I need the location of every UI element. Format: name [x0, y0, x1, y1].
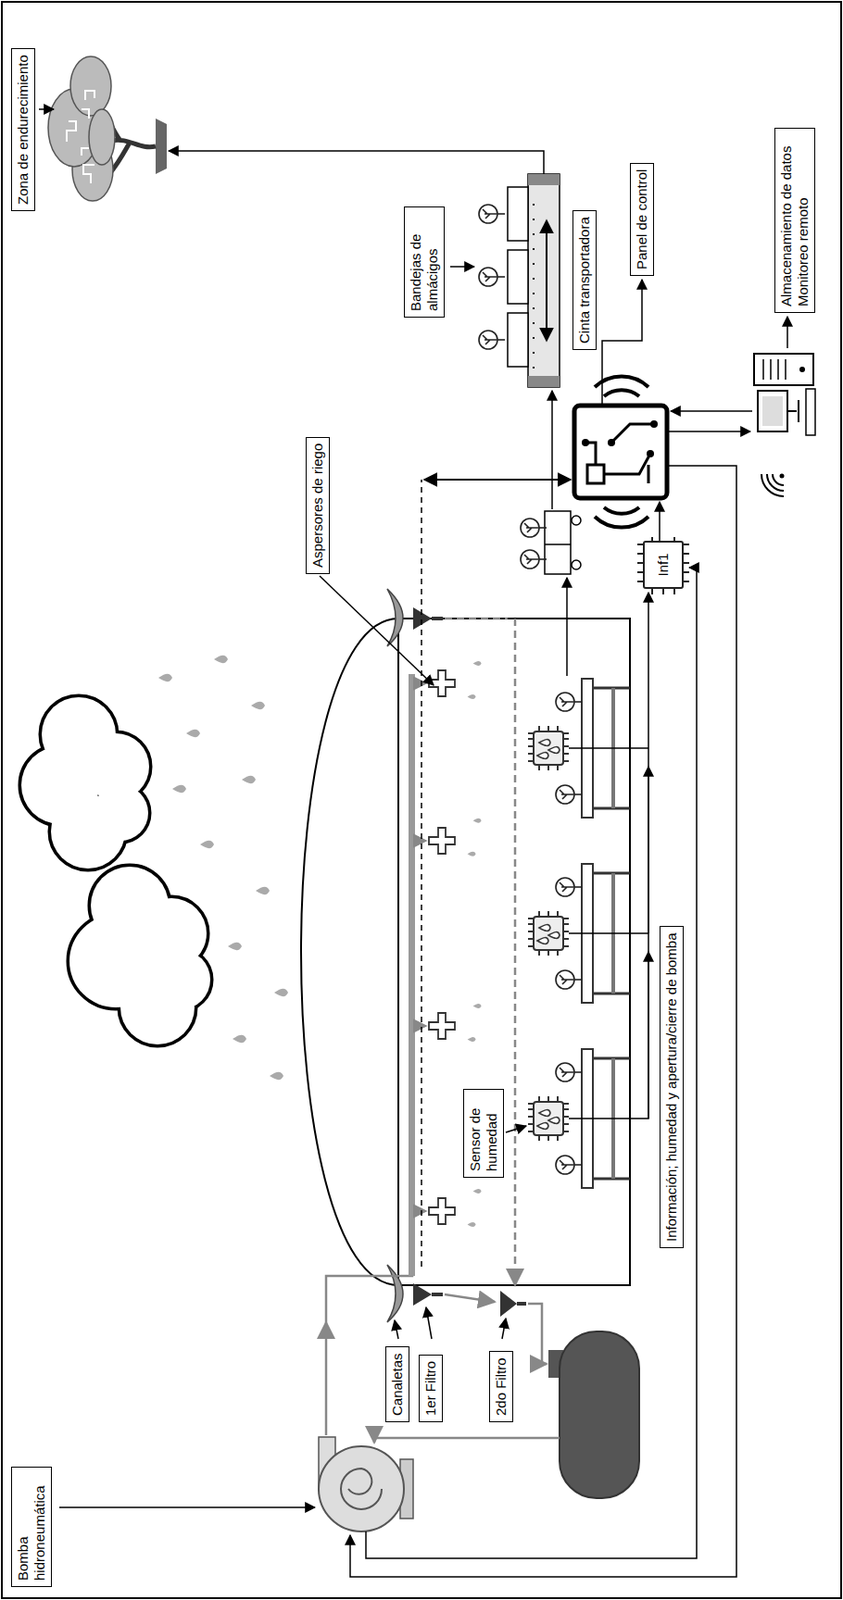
label-text: Cinta transportadora	[576, 216, 593, 344]
label-text: 2do Filtro	[492, 1358, 510, 1417]
label-box: Almacenamiento de datos Monitoreo remoto	[774, 127, 816, 314]
chip-box: Inf1	[642, 541, 684, 590]
label-text: Canaletas	[389, 1353, 406, 1417]
label-box: Zona de endurecimiento	[11, 48, 36, 212]
label-text: Sensor de humedad	[466, 1095, 501, 1172]
label-box: Canaletas	[385, 1346, 410, 1423]
label-text: Bandejas de almácigos	[407, 213, 441, 312]
label-text: Panel de control	[633, 169, 651, 270]
label-text: Bomba hidroneumática	[14, 1473, 49, 1582]
label-box: Cinta transportadora	[572, 210, 597, 351]
label-box: Bandejas de almácigos	[403, 206, 445, 318]
label-box: Panel de control	[629, 163, 655, 277]
label-box: Información; humedad y apertura/cierre d…	[659, 926, 684, 1249]
label-box: Aspersores de riego	[305, 437, 330, 575]
label-text: Almacenamiento de datos Monitoreo remoto	[778, 134, 812, 307]
label-box: 2do Filtro	[489, 1351, 514, 1423]
label-text: 1er Filtro	[422, 1361, 440, 1417]
label-box: Bomba hidroneumática	[11, 1467, 52, 1588]
label-text: Inf1	[654, 553, 672, 577]
label-box: Sensor de humedad	[463, 1089, 504, 1179]
label-text: Zona de endurecimiento	[14, 54, 32, 205]
label-box: 1er Filtro	[418, 1355, 443, 1423]
label-text: Aspersores de riego	[309, 443, 327, 568]
label-text: Información; humedad y apertura/cierre d…	[663, 932, 680, 1243]
